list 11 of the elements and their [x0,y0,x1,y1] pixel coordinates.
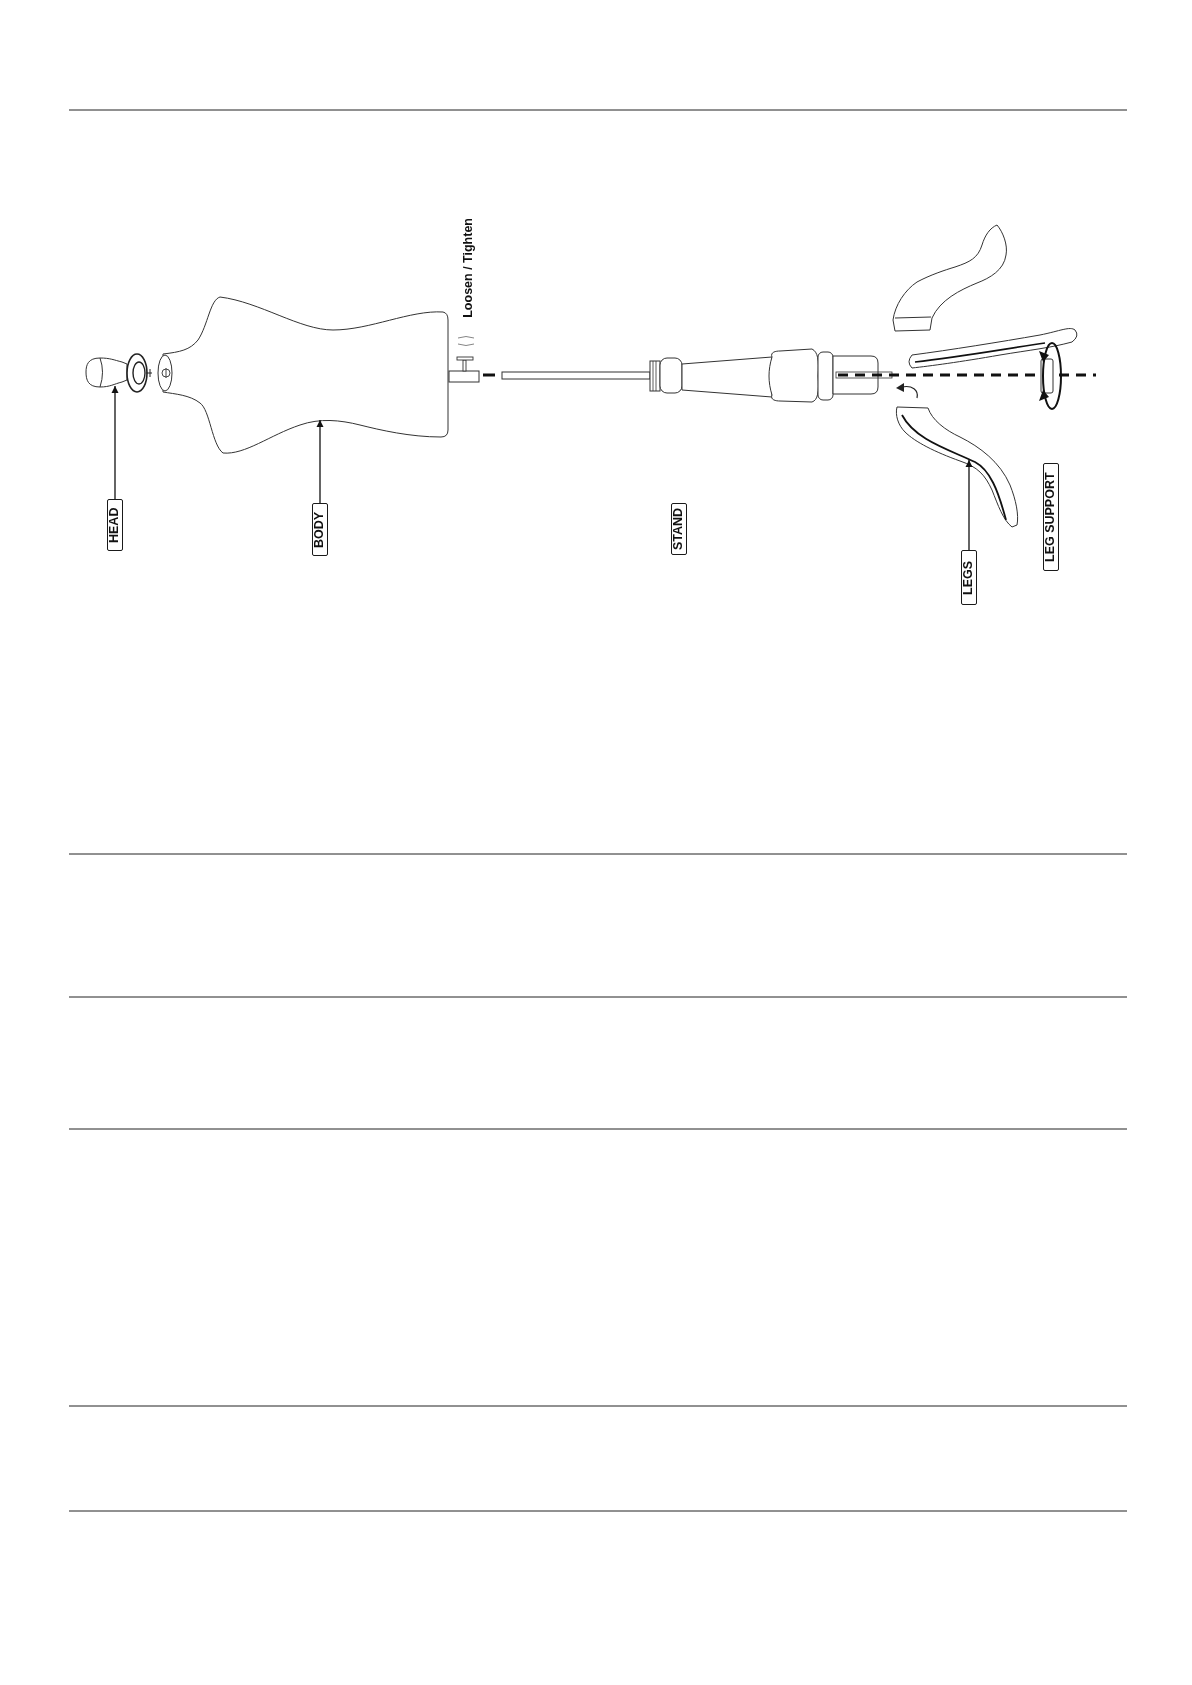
leg-drawing [895,406,1019,528]
leader-line [965,459,973,551]
instruction-text: Loosen / Tighten [461,218,475,318]
part-label: HEAD [107,499,123,551]
part-label: LEGS [961,550,977,605]
head-drawing [85,353,153,393]
part-label: BODY [312,503,328,556]
part-label: STAND [671,503,687,555]
leader-line [316,419,324,504]
part-label: LEG SUPPORT [1043,463,1059,571]
leader-line [111,385,119,500]
